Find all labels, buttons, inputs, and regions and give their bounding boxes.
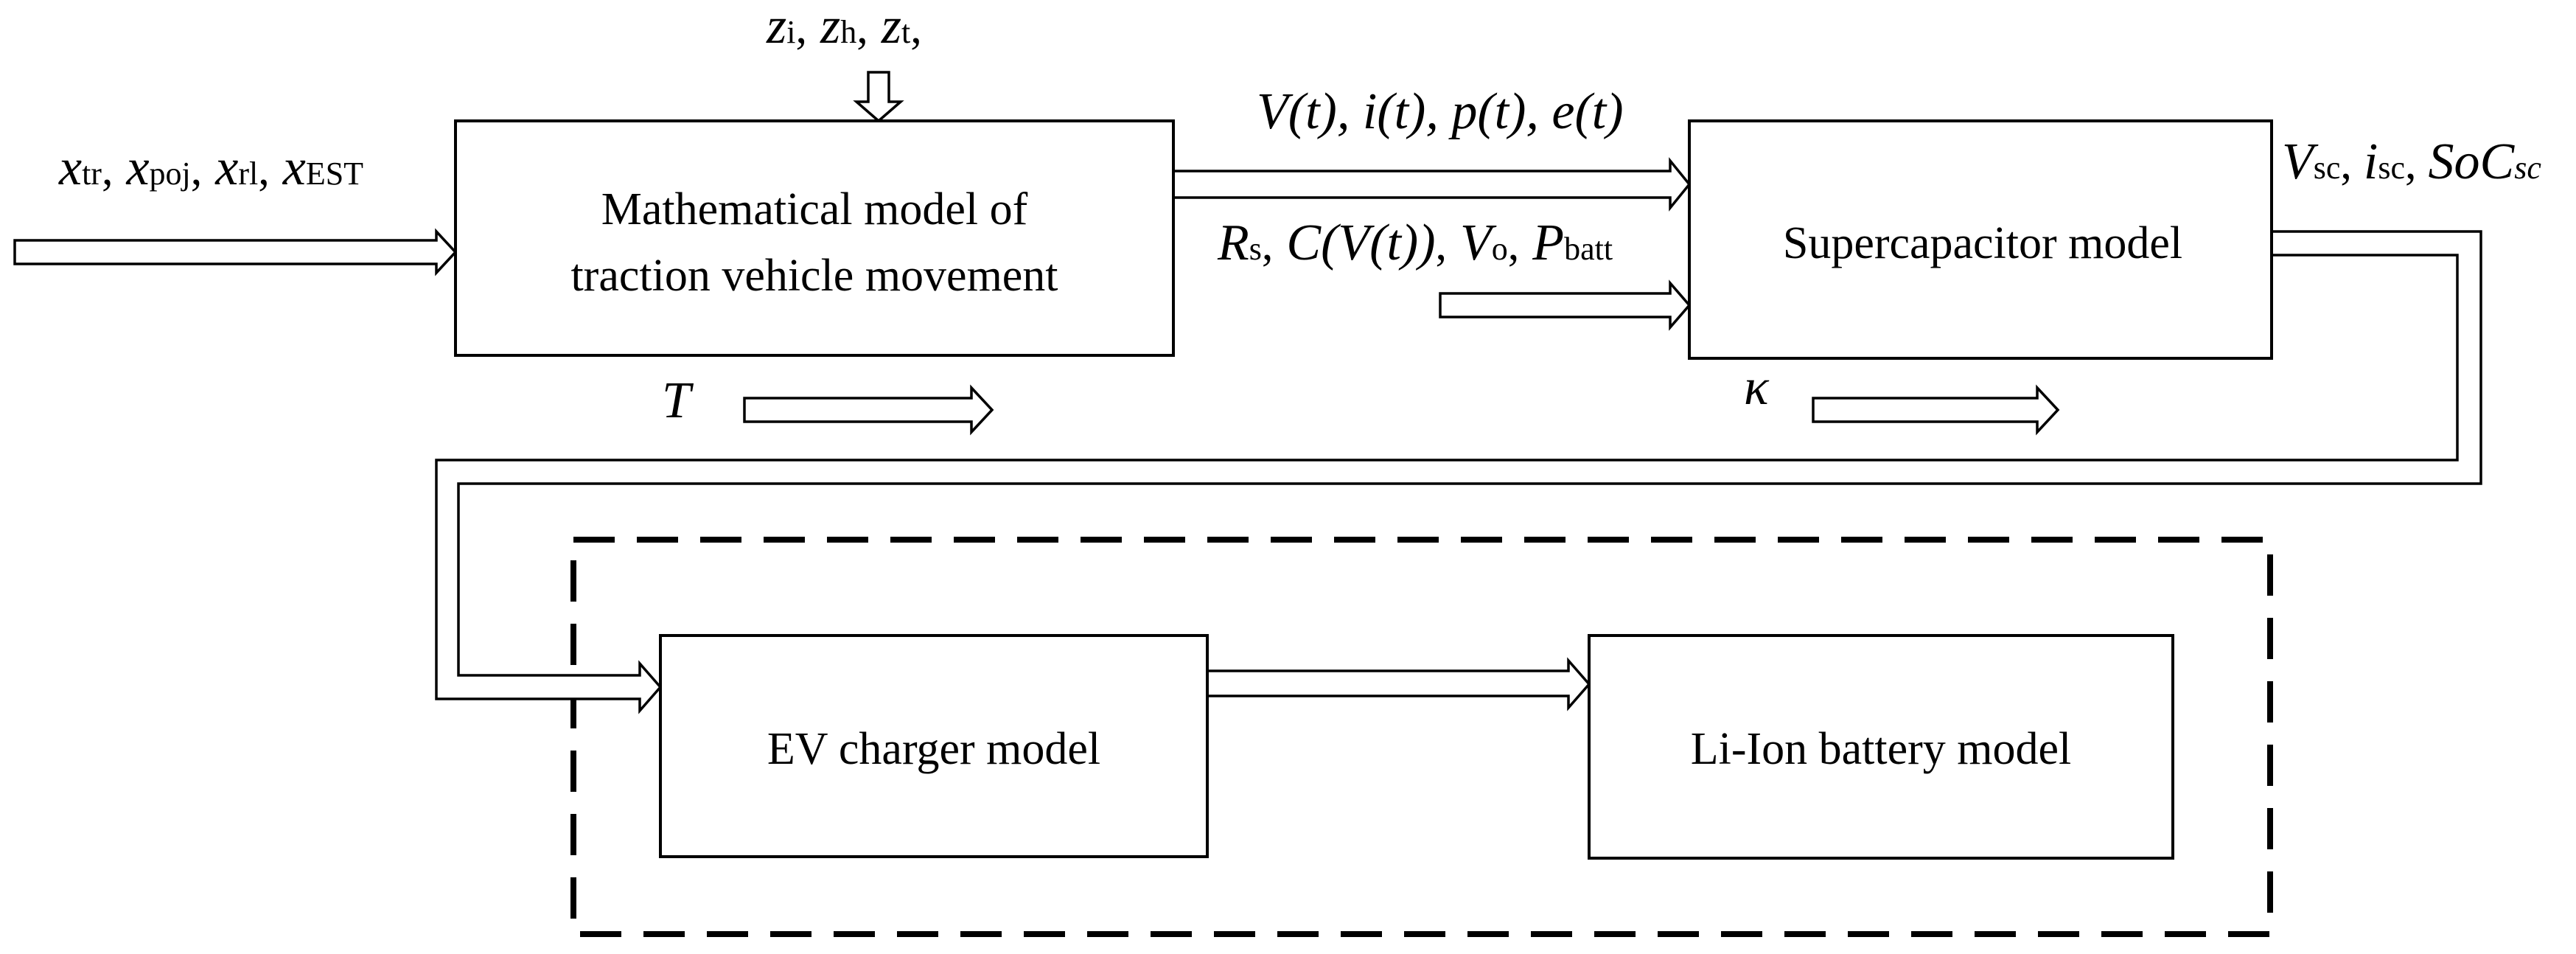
capacitance-symbol: C(V(t)) xyxy=(1286,215,1435,271)
time-parameter: T xyxy=(662,372,694,429)
battery-system-boundary xyxy=(570,537,2273,937)
supercapacitor-parameters: Rs,C(V(t)),Vo,Pbatt xyxy=(1217,215,1613,271)
ev-charger-model-label: EV charger model xyxy=(767,724,1100,774)
separator: , xyxy=(191,145,203,195)
x-poj-subscript: poj xyxy=(150,156,191,192)
separator: , xyxy=(2405,139,2417,189)
v-sc-symbol: V xyxy=(2282,133,2319,190)
x-rl-subscript: rl xyxy=(238,156,258,192)
separator: , xyxy=(795,3,807,53)
input-arrow-top xyxy=(853,71,904,123)
left-input-signals: xtr,xpoj,xrl,xEST xyxy=(58,139,363,196)
vehicle-to-supercapacitor-arrow xyxy=(1172,157,1692,212)
soc-sc-subscript: sc xyxy=(2514,150,2541,186)
input-arrow-left xyxy=(13,228,458,276)
separator: , xyxy=(1508,220,1520,270)
kappa-parameter: κ xyxy=(1744,359,1770,416)
battery-model-label: Li-Ion battery model xyxy=(1691,724,2072,774)
z-h-symbol: z xyxy=(820,0,840,55)
separator: , xyxy=(102,145,114,195)
x-tr-subscript: tr xyxy=(82,156,102,192)
separator: , xyxy=(1436,220,1448,270)
v-o-symbol: V xyxy=(1460,215,1497,271)
supercapacitor-output-signals: Vsc,isc,SoCsc xyxy=(2282,133,2541,190)
x-tr-symbol: x xyxy=(58,139,82,196)
vehicle-model-label-line2: traction vehicle movement xyxy=(570,251,1058,301)
x-rl-symbol: x xyxy=(214,139,238,196)
supercapacitor-to-charger-arrow xyxy=(435,230,2482,714)
kappa-arrow xyxy=(1812,384,2060,436)
time-arrow xyxy=(743,384,994,436)
separator: , xyxy=(910,3,922,53)
parameters-arrow xyxy=(1439,279,1692,331)
separator: , xyxy=(1262,220,1274,270)
soc-sc-symbol: SoC xyxy=(2429,133,2516,190)
z-t-subscript: t xyxy=(901,14,910,50)
separator: , xyxy=(2340,139,2352,189)
i-sc-symbol: i xyxy=(2364,133,2378,190)
separator: , xyxy=(856,3,868,53)
x-est-symbol: x xyxy=(282,139,306,196)
z-i-symbol: z xyxy=(766,0,786,55)
vehicle-output-signals: V(t), i(t), p(t), e(t) xyxy=(1257,83,1624,140)
supercapacitor-model-label: Supercapacitor model xyxy=(1783,218,2182,268)
r-s-symbol: R xyxy=(1217,215,1249,271)
vehicle-model-label-line1: Mathematical model of xyxy=(601,184,1028,234)
z-t-symbol: z xyxy=(881,0,901,55)
i-sc-subscript: sc xyxy=(2378,150,2405,186)
ev-charger-model-block xyxy=(659,634,1209,858)
charger-to-battery-arrow xyxy=(1206,657,1591,711)
p-batt-subscript: batt xyxy=(1564,231,1613,267)
v-sc-subscript: sc xyxy=(2314,150,2341,186)
supercapacitor-model-block xyxy=(1688,119,2273,360)
separator: , xyxy=(258,145,270,195)
z-i-subscript: i xyxy=(786,14,795,50)
x-poj-symbol: x xyxy=(125,139,149,196)
r-s-subscript: s xyxy=(1249,231,1262,267)
p-batt-symbol: P xyxy=(1532,215,1564,271)
vehicle-model-block xyxy=(454,119,1175,357)
battery-model-block xyxy=(1588,634,2174,860)
top-input-signals: zi,zh,zt, xyxy=(766,0,922,55)
x-est-subscript: EST xyxy=(306,156,363,192)
z-h-subscript: h xyxy=(840,14,856,50)
v-o-subscript: o xyxy=(1492,231,1508,267)
